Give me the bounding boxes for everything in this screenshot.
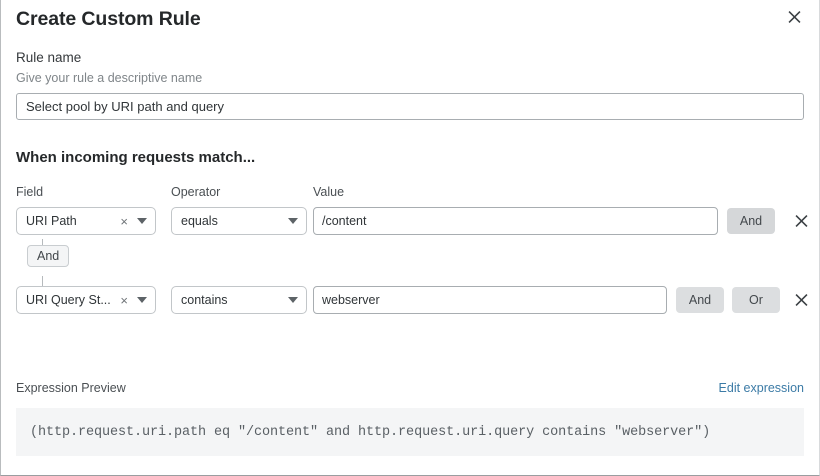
remove-condition-button-1[interactable]	[791, 210, 811, 230]
operator-select-1[interactable]: equals	[171, 207, 307, 235]
field-select-2-value: URI Query St...	[26, 293, 111, 307]
chevron-down-icon	[137, 297, 147, 303]
dialog-header: Create Custom Rule	[16, 0, 804, 44]
condition-row: URI Query St... × contains And Or	[16, 286, 807, 318]
expression-preview-header: Expression Preview Edit expression	[16, 381, 804, 398]
chevron-down-icon	[288, 297, 298, 303]
match-section-heading: When incoming requests match...	[16, 149, 256, 166]
clear-icon[interactable]: ×	[120, 292, 128, 308]
column-header-value: Value	[313, 185, 345, 199]
edit-expression-link[interactable]: Edit expression	[718, 381, 804, 395]
operator-select-2-value: contains	[181, 293, 228, 307]
close-dialog-button[interactable]	[783, 5, 805, 27]
page-title: Create Custom Rule	[16, 8, 201, 30]
or-button-row-2[interactable]: Or	[732, 287, 780, 313]
close-icon	[788, 10, 800, 23]
expression-preview-box: (http.request.uri.path eq "/content" and…	[16, 408, 804, 456]
connector-line-bottom	[42, 276, 43, 286]
condition-row: URI Path × equals And And	[16, 207, 807, 286]
rule-name-input[interactable]	[16, 93, 804, 120]
expression-preview-code: (http.request.uri.path eq "/content" and…	[30, 424, 711, 440]
chevron-down-icon	[288, 218, 298, 224]
clear-icon[interactable]: ×	[120, 213, 128, 229]
operator-select-2[interactable]: contains	[171, 286, 307, 314]
condition-column-headers: Field Operator Value	[16, 185, 804, 201]
field-select-1-value: URI Path	[26, 214, 77, 228]
column-header-field: Field	[16, 185, 44, 199]
and-button-row-1[interactable]: And	[727, 208, 775, 234]
field-select-1[interactable]: URI Path ×	[16, 207, 156, 235]
field-select-2[interactable]: URI Query St... ×	[16, 286, 156, 314]
value-input-1[interactable]	[313, 207, 718, 235]
rule-name-help-text: Give your rule a descriptive name	[16, 71, 203, 85]
rule-name-label: Rule name	[16, 50, 82, 65]
close-icon	[795, 293, 807, 306]
expression-preview-label: Expression Preview	[16, 381, 126, 395]
column-header-operator: Operator	[171, 185, 221, 199]
remove-condition-button-2[interactable]	[791, 289, 811, 309]
close-icon	[795, 214, 807, 227]
connector-and-badge[interactable]: And	[27, 245, 70, 267]
expression-preview-section: Expression Preview Edit expression (http…	[16, 381, 804, 456]
condition-connector: And	[16, 239, 166, 286]
rule-name-section: Rule name Give your rule a descriptive n…	[16, 50, 804, 120]
operator-select-1-value: equals	[181, 214, 218, 228]
chevron-down-icon	[137, 218, 147, 224]
and-button-row-2[interactable]: And	[676, 287, 724, 313]
value-input-2[interactable]	[313, 286, 667, 314]
